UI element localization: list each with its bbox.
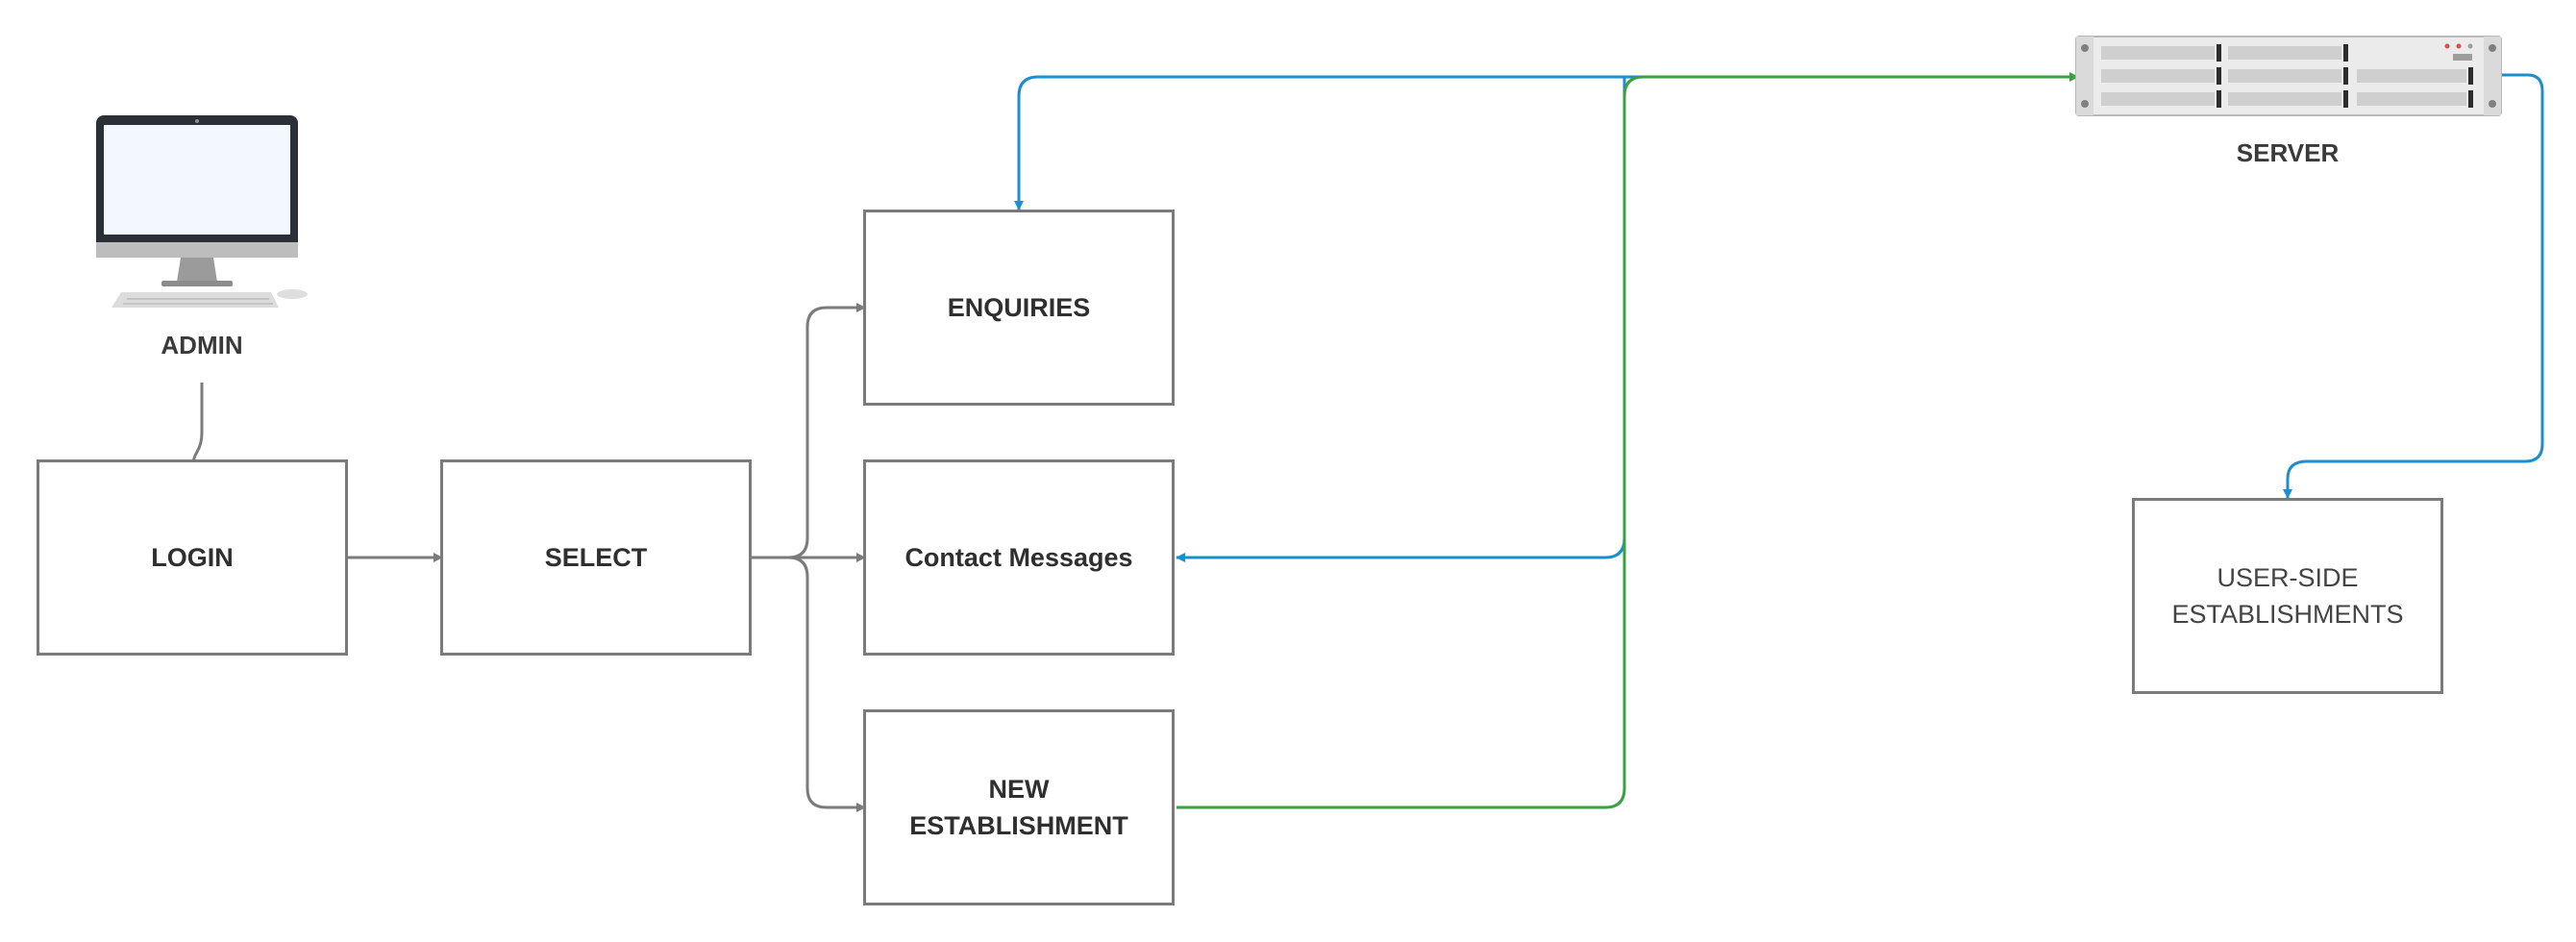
new-establishment-box[interactable]: NEW ESTABLISHMENT — [863, 709, 1175, 905]
connector-server-contact — [1176, 75, 1634, 562]
select-box[interactable]: SELECT — [440, 459, 752, 656]
select-label: SELECT — [544, 543, 648, 572]
user-side-establishments-box[interactable]: USER-SIDE ESTABLISHMENTS — [2132, 498, 2443, 694]
contact-messages-label: Contact Messages — [904, 543, 1133, 572]
connector-server-user-side — [2283, 73, 2544, 499]
connector-select-new-establishment — [750, 556, 866, 812]
connector-new-establishment-server — [1177, 72, 2079, 809]
user-side-establishments-label: USER-SIDE ESTABLISHMENTS — [2171, 563, 2404, 629]
new-establishment-label: NEW ESTABLISHMENT — [909, 775, 1128, 840]
connector-server-enquiries — [1014, 75, 2076, 211]
desktop-computer-icon — [96, 115, 308, 308]
enquiries-box[interactable]: ENQUIRIES — [863, 210, 1175, 406]
rack-server-icon — [2075, 36, 2502, 116]
server-label: SERVER — [2236, 138, 2340, 167]
connector-select-enquiries — [750, 303, 866, 559]
contact-messages-box[interactable]: Contact Messages — [863, 459, 1175, 656]
login-label: LOGIN — [151, 543, 234, 572]
admin-label: ADMIN — [161, 331, 243, 359]
connector-admin-login — [190, 383, 204, 472]
login-box[interactable]: LOGIN — [37, 459, 348, 656]
enquiries-label: ENQUIRIES — [947, 293, 1091, 322]
